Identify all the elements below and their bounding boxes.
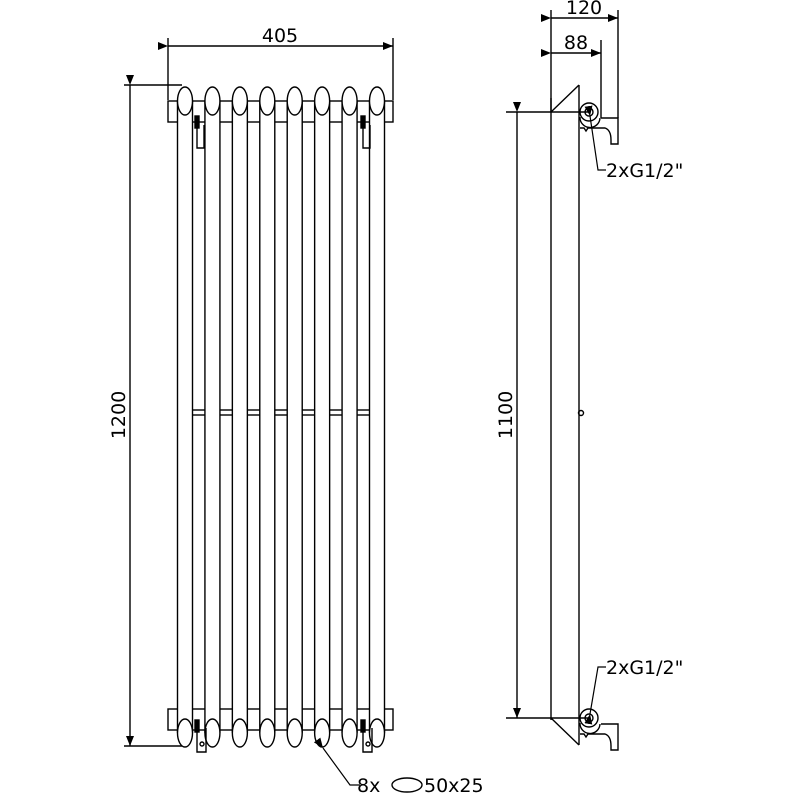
tube-top-cap xyxy=(231,86,249,116)
tube xyxy=(176,100,194,733)
tube xyxy=(259,100,276,733)
top-connection: 2xG1/2" xyxy=(579,102,683,182)
depth-axis-label: 88 xyxy=(564,32,588,54)
connection-bottom-label: 2xG1/2" xyxy=(606,657,683,679)
tube-top-cap xyxy=(286,86,303,116)
tube-count-label: 8x xyxy=(357,775,380,797)
bracket-screw-icon xyxy=(365,741,371,747)
wall-bracket-bottom xyxy=(196,728,207,753)
tube-top-cap xyxy=(176,86,194,116)
width-dimension-label: 405 xyxy=(262,25,298,47)
tube xyxy=(368,100,386,733)
bracket-screw-icon xyxy=(199,741,205,747)
tube-top-cap xyxy=(204,86,221,116)
wall-bracket-top xyxy=(196,125,205,149)
tube xyxy=(313,100,331,733)
tube xyxy=(204,100,221,733)
tube xyxy=(341,100,358,733)
width-dimension: 405 xyxy=(158,25,394,100)
wall-bracket-top xyxy=(362,125,371,149)
tube-size-label: 50x25 xyxy=(424,775,484,797)
tube-top-cap xyxy=(259,86,276,116)
depth-total-label: 120 xyxy=(566,0,602,19)
height-dimension-label: 1200 xyxy=(108,391,130,439)
tube-callout: 8x 50x25 xyxy=(313,737,484,797)
top-header xyxy=(167,100,394,123)
tube-bottom-cap xyxy=(259,718,276,748)
tube-bottom-cap xyxy=(368,718,386,748)
tube-top-cap xyxy=(368,86,386,116)
tube xyxy=(231,100,249,733)
bottom-header xyxy=(167,708,394,731)
height-dimension: 1200 xyxy=(108,75,182,747)
tube-top-cap xyxy=(341,86,358,116)
tube-bottom-cap xyxy=(286,718,303,748)
tube-top-cap xyxy=(313,86,331,116)
tube-bottom-cap xyxy=(176,718,194,748)
connection-top-label: 2xG1/2" xyxy=(606,160,683,182)
tube-bottom-cap xyxy=(231,718,249,748)
axis-distance-label: 1100 xyxy=(495,391,517,439)
wall-bracket-bottom xyxy=(362,728,373,753)
oval-profile-icon xyxy=(391,777,423,793)
front-view xyxy=(167,86,394,753)
tube-bottom-cap xyxy=(341,718,358,748)
bottom-connection: 2xG1/2" xyxy=(579,657,683,751)
side-view: 120 88 1100 2xG1/2" 2xG1/2" xyxy=(495,0,683,751)
vent-icon xyxy=(577,409,585,417)
tube-bottom-cap xyxy=(204,718,221,748)
tube xyxy=(286,100,303,733)
tube-bottom-cap xyxy=(313,718,331,748)
